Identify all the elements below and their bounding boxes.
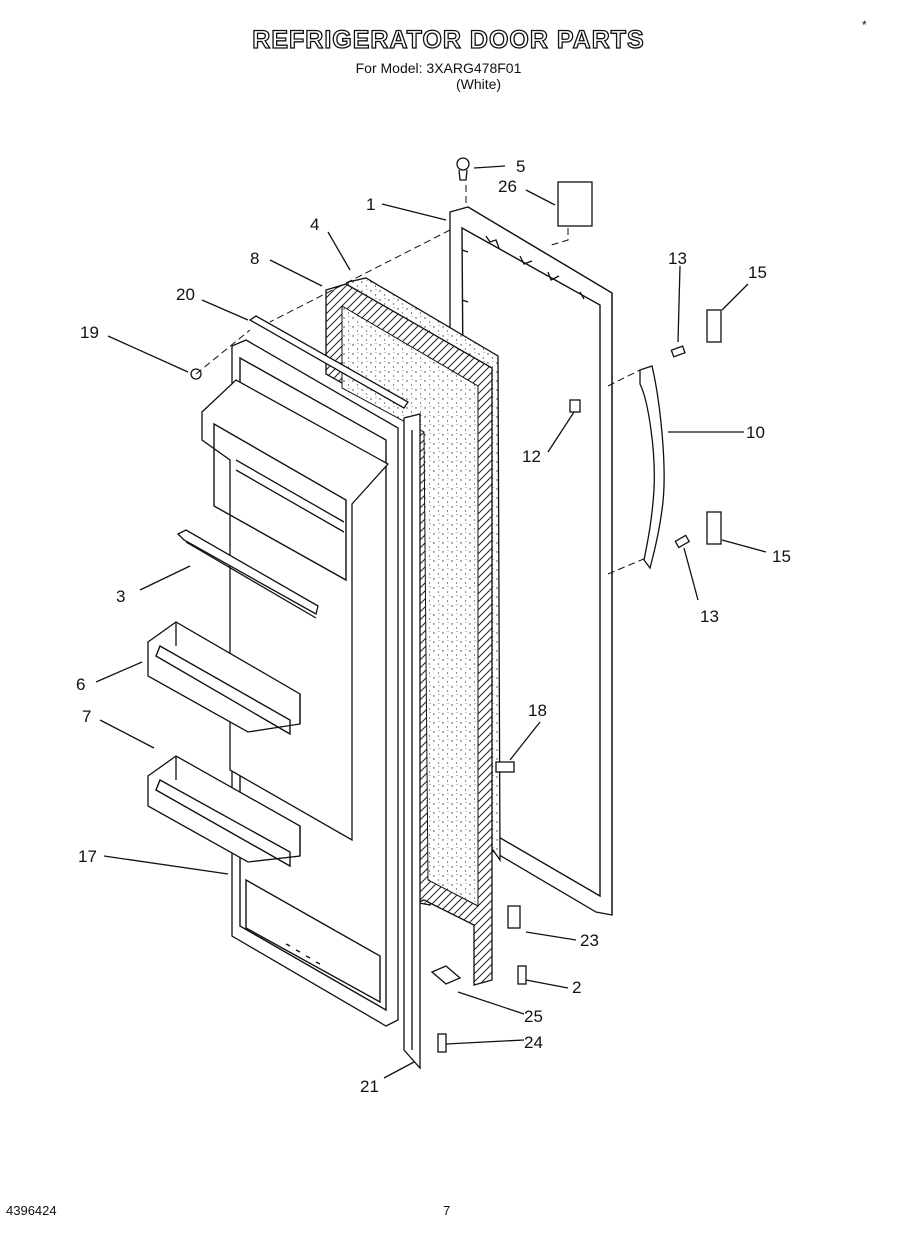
corner-mark: * xyxy=(862,18,867,32)
document-number: 4396424 xyxy=(6,1203,57,1218)
callout-23: 23 xyxy=(580,931,599,950)
callout-26: 26 xyxy=(498,177,517,196)
callout-15-lower: 15 xyxy=(772,547,791,566)
callout-21: 21 xyxy=(360,1077,379,1096)
model-line: For Model: 3XARG478F01 xyxy=(355,60,522,76)
page-title: REFRIGERATOR DOOR PARTS xyxy=(252,25,645,54)
handle-screw-upper xyxy=(670,345,686,358)
page-number: 7 xyxy=(443,1203,451,1218)
callout-13-lower: 13 xyxy=(700,607,719,626)
bottom-hinge-bracket xyxy=(430,965,462,985)
top-trim-strip xyxy=(248,315,409,409)
hinge-bracket xyxy=(495,761,515,773)
handle-screw-lower xyxy=(674,534,691,549)
top-hinge-plug xyxy=(456,157,470,171)
callout-25: 25 xyxy=(524,1007,543,1026)
callout-15-upper: 15 xyxy=(748,263,767,282)
door-handle xyxy=(639,365,665,570)
label-plate xyxy=(557,181,593,227)
color-line: (White) xyxy=(455,76,502,92)
callout-3: 3 xyxy=(116,587,125,606)
door-stop-clip xyxy=(569,399,581,413)
callout-20: 20 xyxy=(176,285,195,304)
handle-cap-lower xyxy=(706,511,722,545)
callout-5: 5 xyxy=(516,157,525,176)
shelf-rail xyxy=(176,529,319,619)
callout-2: 2 xyxy=(572,978,581,997)
callout-leaders xyxy=(95,165,767,1079)
callout-13-upper: 13 xyxy=(668,249,687,268)
bottom-screw xyxy=(437,1033,447,1053)
callout-19: 19 xyxy=(80,323,99,342)
door-bin-lower xyxy=(147,755,301,868)
callout-6: 6 xyxy=(76,675,85,694)
callout-8: 8 xyxy=(250,249,259,268)
hinge-screw xyxy=(517,965,527,985)
callout-10: 10 xyxy=(746,423,765,442)
callout-1: 1 xyxy=(366,195,375,214)
door-bin-upper xyxy=(147,621,301,736)
callout-17: 17 xyxy=(78,847,97,866)
handle-cap-upper xyxy=(706,309,722,343)
callout-4: 4 xyxy=(310,215,319,234)
callout-18: 18 xyxy=(528,701,547,720)
callout-12: 12 xyxy=(522,447,541,466)
door-trim-strip xyxy=(403,413,421,1070)
callout-7: 7 xyxy=(82,707,91,726)
callout-24: 24 xyxy=(524,1033,543,1052)
bottom-hinge-pin xyxy=(507,905,521,929)
